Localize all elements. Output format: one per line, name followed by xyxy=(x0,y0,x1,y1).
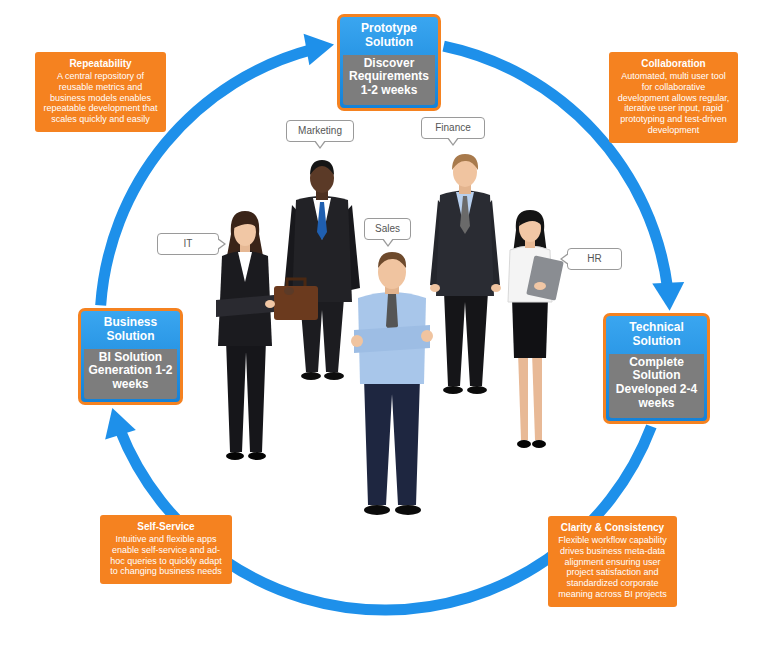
phase-box: Technical SolutionComplete Solution Deve… xyxy=(603,313,710,424)
marketing-person-part xyxy=(310,160,334,175)
box-heading: Marketing xyxy=(293,125,347,137)
finance-person-part xyxy=(452,154,478,170)
sales-person-part xyxy=(395,505,421,515)
arrow-head xyxy=(105,408,136,439)
arrow-head xyxy=(304,34,334,65)
finance-person xyxy=(430,154,501,394)
benefit-box: CollaborationAutomated, multi user tool … xyxy=(609,52,738,143)
sales-person-part xyxy=(421,330,433,342)
hr-person-part xyxy=(532,440,546,448)
marketing-person-part xyxy=(287,279,305,286)
box-heading: Prototype Solution xyxy=(343,22,435,50)
finance-person-part xyxy=(460,196,470,234)
it-person-part xyxy=(265,300,275,308)
marketing-person xyxy=(274,160,360,380)
box-heading: Self-Service xyxy=(106,521,226,533)
sales-person-part xyxy=(354,325,430,353)
sales-person xyxy=(351,252,433,515)
marketing-person-part xyxy=(274,286,318,320)
finance-person-part xyxy=(491,284,501,292)
box-heading: Complete Solution Developed 2-4 weeks xyxy=(612,356,701,411)
phase-box: Prototype SolutionDiscover Requirements … xyxy=(337,14,441,111)
box-heading: Discover Requirements 1-2 weeks xyxy=(346,57,432,98)
box-heading: BI Solution Generation 1-2 weeks xyxy=(87,351,174,392)
finance-person-part xyxy=(467,386,487,394)
benefit-box: Self-ServiceIntuitive and flexible apps … xyxy=(100,515,232,584)
finance-person-part xyxy=(430,284,440,292)
marketing-person-part xyxy=(324,372,344,380)
box-heading: Business Solution xyxy=(84,316,177,344)
it-person-part xyxy=(234,215,257,228)
benefit-box: RepeatabilityA central repository of reu… xyxy=(35,52,166,132)
box-heading: Collaboration xyxy=(615,58,732,70)
sales-person-part xyxy=(378,252,406,268)
hr-person-part xyxy=(512,298,548,358)
box-body: Automated, multi user tool for collabora… xyxy=(615,71,732,136)
box-heading: Technical Solution xyxy=(609,321,704,349)
marketing-person-part xyxy=(284,287,294,295)
box-body: Flexible workflow capability drives busi… xyxy=(554,535,671,600)
sales-person-part xyxy=(351,335,363,347)
marketing-person-part xyxy=(317,202,327,240)
it-person-part xyxy=(226,452,244,460)
hr-person-part xyxy=(534,282,546,290)
marketing-person-part xyxy=(313,198,331,240)
marketing-person-part xyxy=(301,372,321,380)
box-body: Intuitive and flexible apps enable self-… xyxy=(106,534,226,577)
box-heading: IT xyxy=(164,238,212,250)
box-heading: Clarity & Consistency xyxy=(554,522,671,534)
speech-bubble: Sales xyxy=(364,218,411,240)
speech-bubble: Finance xyxy=(421,117,485,139)
finance-person-part xyxy=(444,292,488,386)
box-heading: Finance xyxy=(428,122,478,134)
duration-band: Complete Solution Developed 2-4 weeks xyxy=(609,354,704,418)
box-heading: HR xyxy=(574,253,615,265)
hr-person-part xyxy=(518,352,528,440)
hr-person-part xyxy=(526,255,564,300)
it-person-part xyxy=(238,252,252,282)
phase-box: Business Solution BI Solution Generation … xyxy=(78,308,183,405)
speech-bubble: HR xyxy=(567,248,622,270)
finance-person-part xyxy=(436,191,494,297)
box-body: A central repository of reusable metrics… xyxy=(41,71,160,125)
hr-person xyxy=(508,210,564,448)
duration-band: BI Solution Generation 1-2 weeks xyxy=(84,349,177,399)
speech-bubble: Marketing xyxy=(286,120,354,142)
sales-person-part xyxy=(364,378,420,505)
box-heading: Repeatability xyxy=(41,58,160,70)
speech-bubble: IT xyxy=(157,233,219,255)
arrow-head xyxy=(652,282,684,311)
finance-person-part xyxy=(443,386,463,394)
hr-person-part xyxy=(532,352,542,440)
sales-person-part xyxy=(364,505,390,515)
it-person-part xyxy=(216,295,274,317)
duration-band: Discover Requirements 1-2 weeks xyxy=(343,55,435,105)
it-person-part xyxy=(248,452,266,460)
hr-person-part xyxy=(519,212,542,226)
benefit-box: Clarity & ConsistencyFlexible workflow c… xyxy=(548,516,677,607)
it-person-part xyxy=(226,340,266,452)
it-person-part xyxy=(227,211,263,256)
hr-person-part xyxy=(517,440,531,448)
box-heading: Sales xyxy=(371,223,404,235)
